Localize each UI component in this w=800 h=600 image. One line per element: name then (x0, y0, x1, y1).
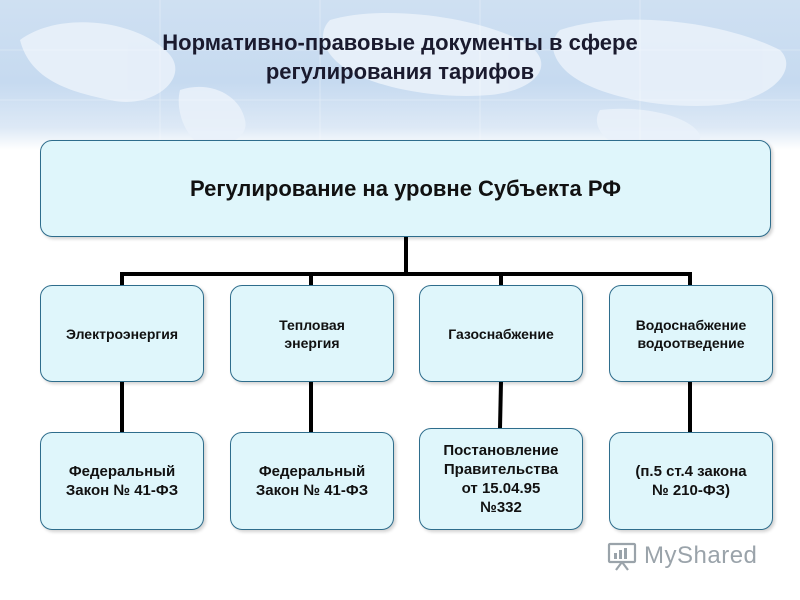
root-node: Регулирование на уровне Субъекта РФ (40, 140, 771, 237)
root-node-label: Регулирование на уровне Субъекта РФ (189, 175, 622, 201)
category-label: Водоснабжение водоотведение (635, 316, 747, 351)
document-node-heat: Федеральный Закон № 41-ФЗ (230, 432, 394, 530)
category-node-gas: Газоснабжение (419, 285, 583, 382)
watermark-text: MyShared (644, 542, 758, 569)
category-label: Газоснабжение (448, 325, 554, 342)
category-label: Электроэнергия (65, 325, 179, 342)
document-node-electricity: Федеральный Закон № 41-ФЗ (40, 432, 204, 530)
presentation-board-icon (607, 542, 637, 571)
header-banner (0, 0, 800, 150)
document-label: Постановление Правительства от 15.04.95 … (443, 442, 559, 516)
category-label: Тепловая энергия (279, 316, 345, 351)
slide-title-line-2: регулирования тарифов (265, 59, 535, 84)
document-node-water: (п.5 ст.4 закона № 210-ФЗ) (609, 432, 773, 530)
slide-title: Нормативно-правовые документы в сфере ре… (60, 28, 740, 86)
document-node-gas: Постановление Правительства от 15.04.95 … (419, 428, 583, 530)
slide-title-line-1: Нормативно-правовые документы в сфере (162, 30, 638, 55)
world-map-background (0, 0, 800, 150)
category-node-electricity: Электроэнергия (40, 285, 204, 382)
connector-leaf-3 (497, 379, 504, 431)
category-node-heat: Тепловая энергия (230, 285, 394, 382)
watermark: MyShared (606, 540, 776, 572)
document-label: (п.5 ст.4 закона № 210-ФЗ) (635, 463, 747, 499)
document-label: Федеральный Закон № 41-ФЗ (255, 463, 369, 499)
category-node-water: Водоснабжение водоотведение (609, 285, 773, 382)
document-label: Федеральный Закон № 41-ФЗ (65, 463, 179, 499)
